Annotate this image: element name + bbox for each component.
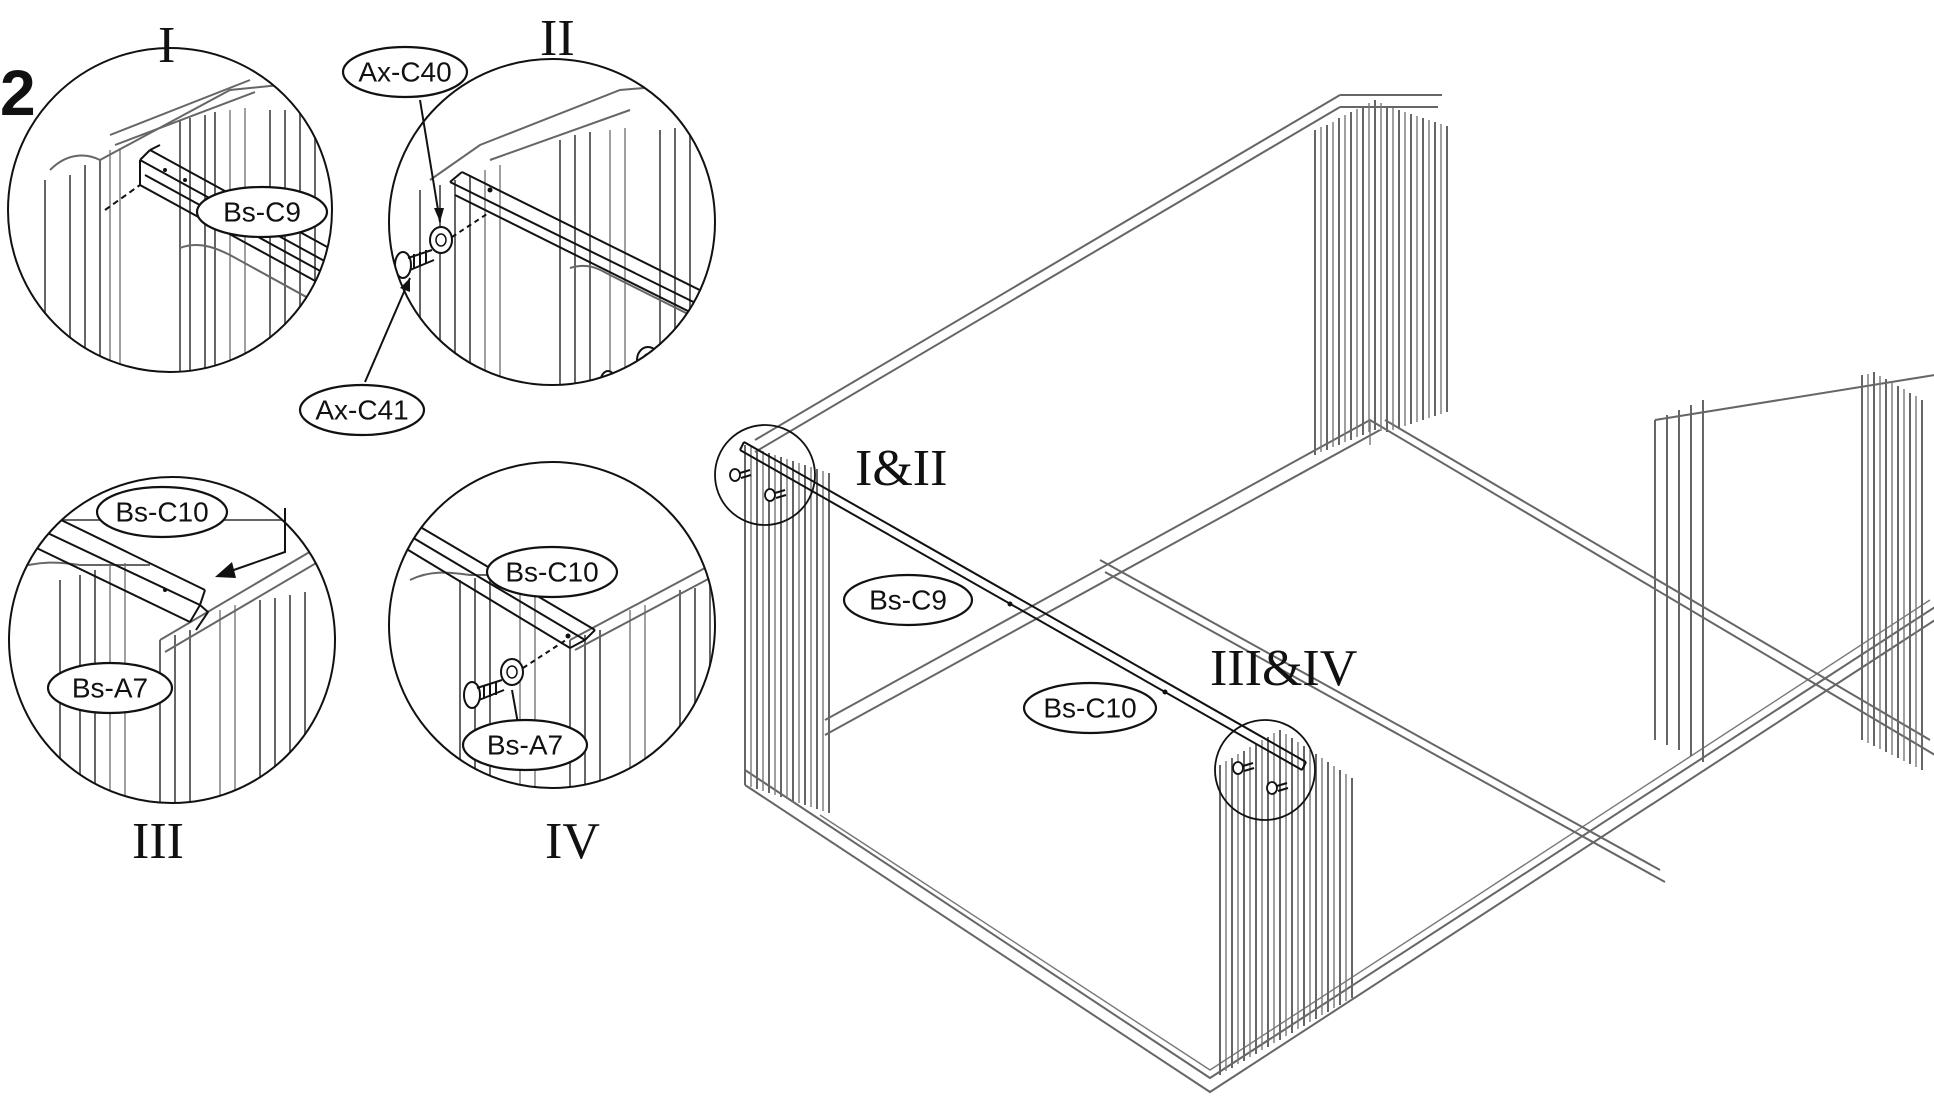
main-screws-iii-iv (1232, 761, 1289, 795)
right-wall-panels (1654, 372, 1923, 770)
main-screws-i-ii (729, 468, 787, 502)
svg-text:Bs-C10: Bs-C10 (505, 557, 598, 588)
svg-text:Bs-C9: Bs-C9 (223, 197, 301, 228)
part-label-bs-a7-detail-iii: Bs-A7 (46, 661, 174, 715)
callout-label-i-ii: I&II (855, 440, 947, 497)
main-shed-view: I&II III&IV Bs-C9 Bs-C10 (714, 94, 1934, 1094)
part-label-ax-c40: Ax-C40 (341, 45, 469, 99)
svg-text:Ax-C41: Ax-C41 (315, 395, 408, 426)
svg-text:Bs-C9: Bs-C9 (869, 585, 947, 616)
back-left-wall-panels (1314, 100, 1448, 455)
detail-title-i: I (158, 17, 175, 74)
part-label-bs-a7-detail-iv: Bs-A7 (461, 718, 589, 772)
svg-text:Bs-A7: Bs-A7 (72, 673, 148, 704)
callout-circle-i-ii (714, 424, 816, 526)
callout-label-iii-iv: III&IV (1210, 640, 1357, 697)
part-label-bs-c10-detail-iv: Bs-C10 (485, 545, 619, 599)
callout-circle-iii-iv (1214, 719, 1316, 821)
svg-text:Bs-A7: Bs-A7 (487, 730, 563, 761)
detail-view-ii: II (298, 10, 716, 437)
left-wall-panels (744, 445, 830, 813)
part-label-bs-c9-main: Bs-C9 (842, 573, 974, 627)
detail-title-iv: IV (545, 813, 600, 870)
front-right-wall-panels (1219, 730, 1353, 1075)
step-number: 2 (0, 57, 36, 129)
part-label-bs-c9-detail-i: Bs-C9 (195, 185, 329, 239)
part-label-bs-c10-main: Bs-C10 (1022, 681, 1158, 735)
detail-view-iii: Bs-C10 Bs-A7 III (8, 476, 336, 870)
part-label-ax-c41: Ax-C41 (298, 383, 426, 437)
detail-view-i: I Bs-C9 (7, 17, 333, 373)
svg-text:Bs-C10: Bs-C10 (115, 497, 208, 528)
detail-title-iii: III (132, 813, 184, 870)
svg-text:Ax-C40: Ax-C40 (358, 57, 451, 88)
svg-text:Bs-C10: Bs-C10 (1043, 693, 1136, 724)
part-label-bs-c10-detail-iii: Bs-C10 (95, 485, 229, 539)
detail-title-ii: II (540, 10, 575, 67)
detail-view-iv: Bs-C10 Bs-A7 IV (388, 461, 716, 870)
